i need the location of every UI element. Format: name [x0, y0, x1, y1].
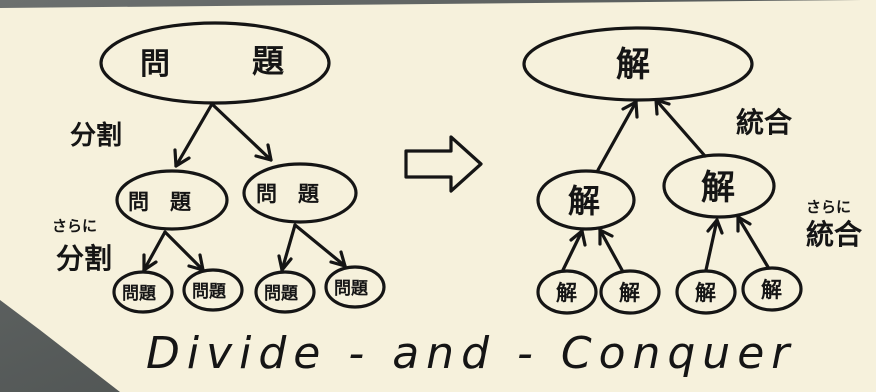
problem-leaf-label: 問題: [192, 282, 227, 302]
solution-mid-node-right: [662, 153, 776, 219]
problem-leaf-node: [112, 270, 174, 314]
transform-arrow: [404, 135, 483, 193]
further-divide-label: 分割: [56, 242, 112, 275]
combine-label: 統合: [736, 106, 793, 139]
problem-leaf-node: [254, 270, 316, 314]
solution-leaf-node: [599, 269, 661, 315]
further-label-left: さらに: [52, 217, 97, 235]
divide-arrows: [142, 102, 347, 272]
solution-root-label: 解: [616, 45, 650, 85]
further-label-right: さらに: [806, 198, 851, 216]
problem-leaf-node: [182, 268, 244, 312]
solution-mid-label-right: 解: [701, 168, 735, 208]
solution-leaf-node: [741, 266, 803, 312]
problem-mid-label-left: 問 題: [128, 190, 192, 214]
solution-leaf-node: [536, 269, 598, 315]
problem-mid-node-right: [242, 162, 358, 224]
problem-leaf-node: [324, 265, 386, 309]
problem-leaf-label: 問題: [264, 284, 299, 304]
solution-leaf-label: 解: [695, 281, 716, 305]
problem-leaf-label: 問題: [122, 284, 157, 304]
divide-and-conquer-caption: Divide - and - Conquer: [146, 328, 796, 379]
further-combine-label: 統合: [806, 218, 863, 251]
solution-mid-node-left: [536, 169, 636, 231]
solution-leaf-label: 解: [556, 281, 577, 305]
problem-leaf-label: 問題: [334, 279, 369, 299]
solution-leaf-label: 解: [619, 281, 640, 305]
combine-arrows: [561, 98, 770, 272]
problem-root-label-left: 問: [140, 47, 170, 82]
problem-mid-node-left: [115, 169, 229, 231]
solution-root-node: [522, 26, 754, 102]
problem-root-label-right: 題: [252, 42, 284, 80]
divide-label: 分割: [70, 120, 122, 151]
solution-mid-label-left: 解: [568, 182, 600, 220]
problem-root-node: [99, 21, 331, 105]
solution-leaf-label: 解: [761, 278, 782, 302]
problem-mid-label-right: 問 題: [256, 182, 320, 206]
